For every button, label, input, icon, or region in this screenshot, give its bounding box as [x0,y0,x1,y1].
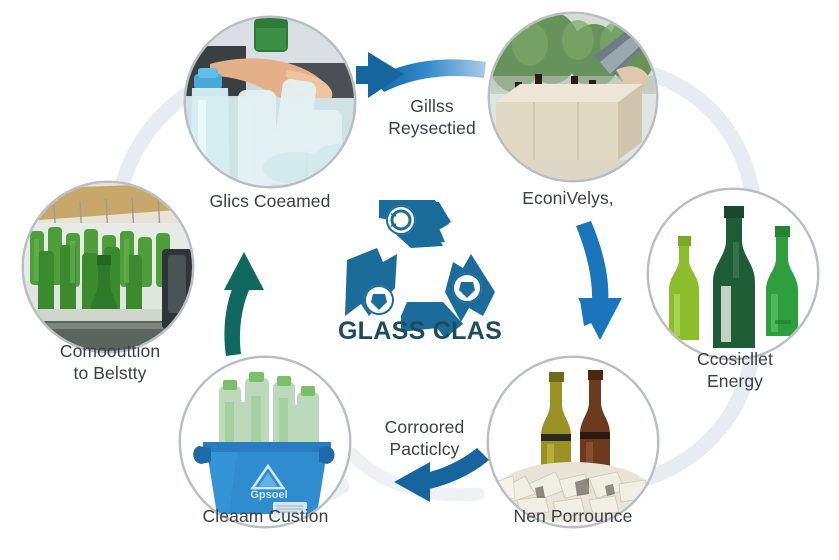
bin-logo [250,463,286,490]
arrow-left-up [224,252,264,356]
water-bottle [190,68,230,186]
bottle-light-green [669,236,699,340]
arc-upper-right [628,62,760,200]
label-collected-energy: Ccosicllet Energy [697,349,773,392]
node-clean-cullet-image[interactable]: Gpsoel [181,358,349,526]
node-collected-energy-image[interactable] [649,190,817,358]
arrow-right-down [576,221,622,340]
photo-bottling-line [24,183,192,351]
arrow-bottom-left [394,448,489,502]
photo-cullet-bottles [489,358,657,526]
recycling-symbol-icon [345,200,495,338]
node-new-resource-image[interactable] [489,358,657,526]
bottle-medium-green [766,226,798,336]
label-contribution-to-bottling: Comoouttion to Belstty [59,341,161,384]
recycle-bin: Gpsoel [193,442,335,518]
label-econivelys: EconiVelys, [522,188,614,208]
label-glass-resorted: Gillss Reysectied [388,96,476,139]
label-clean-cullet: Cleaam Custion [202,506,329,526]
label-crushed-particles: Corroored Pacticlcy [384,417,465,460]
photo-crate-bottles [490,14,656,180]
green-bottles-in-bin [219,372,319,450]
crushed-glass-pile [494,462,651,522]
bottle-dark-green [713,206,755,348]
photo-three-green-bottles [649,190,817,358]
arrow-top-right [356,52,486,98]
center-recycling-logo [339,188,499,348]
svg-text:Gpsoel: Gpsoel [250,489,287,501]
label-new-resource: Nen Porrounce [513,506,633,526]
photo-hand-bottles [186,18,354,186]
hand-with-bottle [594,28,650,92]
label-glass-collected: Glics Coeamed [209,191,331,211]
page-title: GLASS CLAS [337,317,503,345]
node-glass-resorted-image[interactable] [490,14,656,180]
wooden-crate [494,82,642,162]
node-contribution-bottling-image[interactable] [24,183,192,351]
node-glass-collected-image[interactable] [186,18,354,186]
photo-blue-recycle-bin: Gpsoel [181,358,349,526]
